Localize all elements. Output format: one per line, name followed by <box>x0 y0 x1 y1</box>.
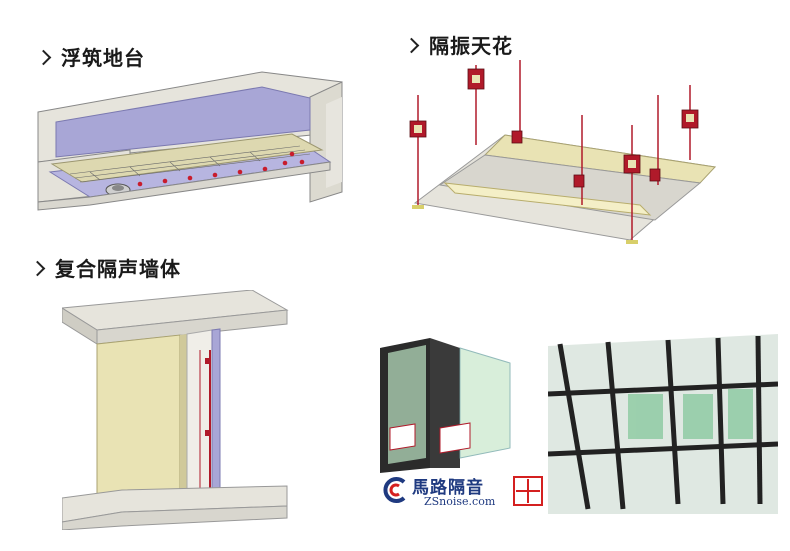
composite-wall-illustration <box>62 290 289 530</box>
chevron-right-icon <box>403 37 420 54</box>
chevron-right-icon <box>29 260 46 277</box>
brand-logo: 馬路隔音 ZSnoise.com <box>378 472 553 512</box>
brand-window-icon <box>513 476 543 506</box>
floating-floor-title: 浮筑地台 <box>61 46 145 70</box>
floating-floor-illustration <box>37 71 343 211</box>
brand-name: 馬路隔音 <box>412 478 484 498</box>
isolated-ceiling-heading: 隔振天花 <box>403 30 513 59</box>
isolated-ceiling-illustration <box>409 60 717 244</box>
window-profile-illustration <box>380 338 511 473</box>
brand-domain: ZSnoise.com <box>424 495 496 508</box>
floating-floor-heading: 浮筑地台 <box>35 42 145 71</box>
composite-wall-heading: 复合隔声墙体 <box>29 253 181 282</box>
window-facade-illustration <box>548 334 778 514</box>
composite-wall-title: 复合隔声墙体 <box>55 257 181 281</box>
isolated-ceiling-title: 隔振天花 <box>429 34 513 58</box>
brand-c-icon <box>383 477 406 503</box>
